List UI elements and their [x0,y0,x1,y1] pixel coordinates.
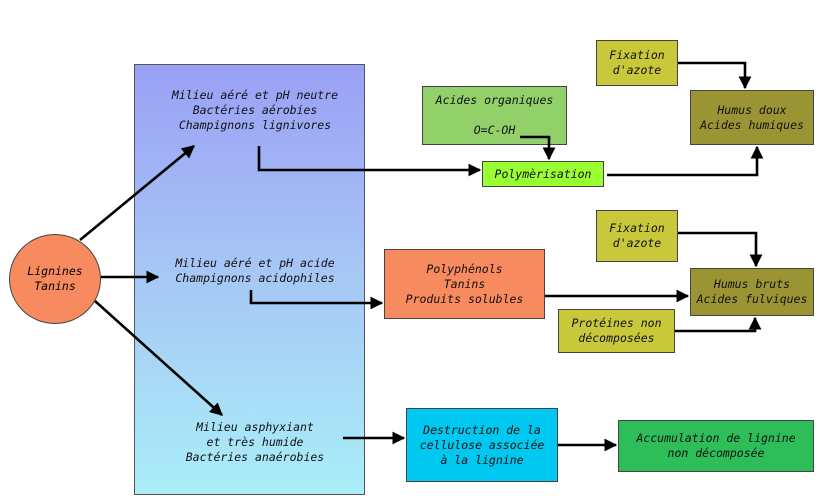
node-destruction-line: cellulose associée [419,437,545,452]
condition-aerated-acid-line: Milieu aéré et pH acide [175,256,335,270]
arrow-start-to-anaerobic [94,300,223,416]
condition-aerated-acid-line: Champignons acidophiles [175,271,335,285]
node-destruction-line: à la lignine [440,452,524,467]
node-humus-doux-line: Acides humiques [700,117,804,132]
node-fixation-azote-mid-line: d'azote [612,236,662,250]
node-polyphenols-line: Polyphénols [426,261,503,276]
node-fixation-azote-mid-line: Fixation [609,221,665,235]
arrow-acides-to-polymerisation [520,135,556,161]
node-humus-doux-line: Humus doux [717,102,787,117]
environment-column [134,64,365,495]
node-fixation-azote-top-line: Fixation [609,48,665,62]
condition-aerated-neutral-line: Milieu aéré et pH neutre [171,88,339,102]
condition-anaerobic-line: Bactéries anaérobies [185,450,325,464]
node-acides-organiques-line: O=C-OH [473,123,516,137]
arrow-fixation-mid-to-humus-bruts [678,231,763,268]
node-accumulation-line: non décomposée [667,446,765,460]
node-humus-bruts-line: Acides fulviques [696,292,808,306]
condition-anaerobic-line: Milieu asphyxiant [196,420,314,434]
arrow-polymerisation-to-humus-doux [607,145,764,177]
condition-anaerobic-line: et très humide [206,435,304,449]
node-polyphenols-line: Produits solubles [405,291,524,306]
node-polymerisation-line: Polymèrisation [494,166,592,181]
condition-aerated-neutral-line: Champignons lignivores [178,118,332,132]
arrow-fixation-top-to-humus-doux [678,61,752,90]
arrow-proteines-to-humus-bruts [675,316,762,333]
arrow-acid-to-polyphenols [249,290,384,310]
node-proteines-line: Protéines non [571,316,662,330]
condition-aerated-neutral-line: Bactéries aérobies [192,103,318,117]
node-humus-bruts-line: Humus bruts [713,277,791,291]
start-node-lignines-tanins-line: Tanins [34,279,76,293]
node-fixation-azote-top-line: d'azote [612,63,662,77]
node-acides-organiques-line: Acides organiques [435,93,554,107]
node-proteines-line: décomposées [578,331,655,345]
node-polymerisation: Polymèrisation [482,161,604,187]
start-node-lignines-tanins-line: Lignines [27,264,83,278]
arrow-start-to-aerated-neutral [79,144,196,242]
arrow-neutral-to-polymerisation [257,146,482,177]
node-acides-organiques: Acides organiques O=C-OH [422,86,567,145]
node-polyphenols-line: Tanins [443,276,486,291]
node-destruction-line: Destruction de la [423,422,541,437]
node-accumulation-line: Accumulation de lignine [636,431,796,445]
